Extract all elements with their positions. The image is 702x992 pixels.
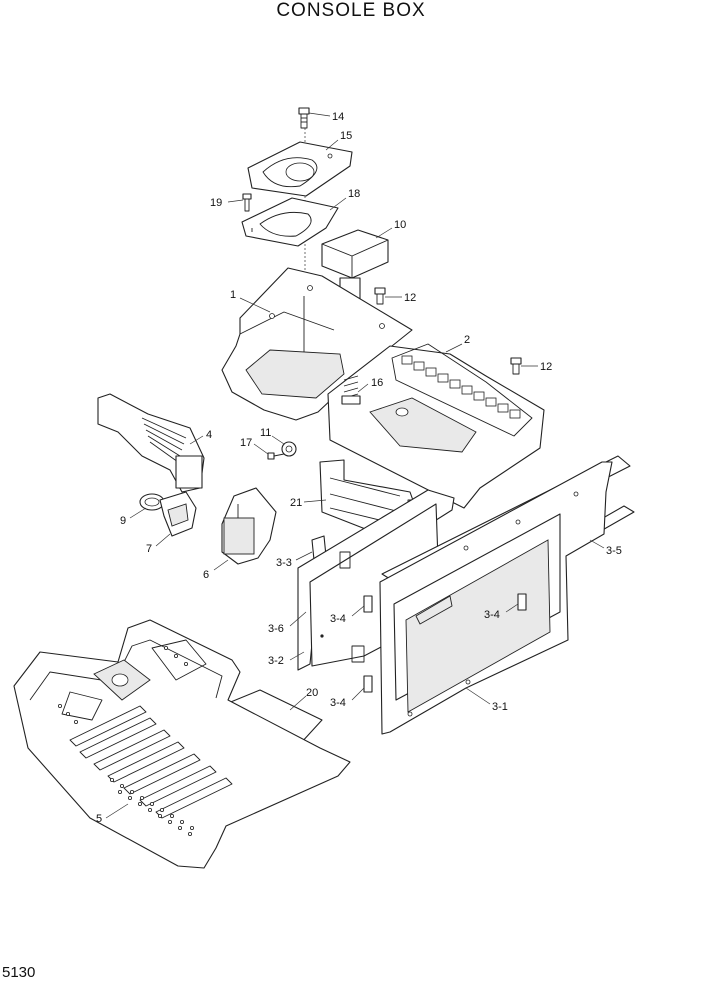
callout-3-4-c: 3-4 bbox=[330, 697, 346, 709]
callout-16: 16 bbox=[371, 377, 383, 389]
part-10-armrest-knob bbox=[321, 229, 389, 309]
callout-5: 5 bbox=[96, 813, 102, 825]
callout-7: 7 bbox=[146, 543, 152, 555]
switch-row bbox=[401, 355, 521, 419]
part-12-bolt-lower bbox=[510, 357, 522, 375]
callout-3-3: 3-3 bbox=[276, 557, 292, 569]
callout-3-4-a: 3-4 bbox=[330, 613, 346, 625]
callout-15: 15 bbox=[340, 130, 352, 142]
part-17-screw bbox=[267, 452, 285, 460]
part-18-gasket bbox=[241, 197, 339, 247]
part-9-hose-clamp bbox=[139, 493, 165, 511]
diagram-title: CONSOLE BOX bbox=[276, 0, 426, 21]
callout-4: 4 bbox=[206, 429, 212, 441]
part-16-spring bbox=[341, 375, 361, 405]
part-11-nut bbox=[281, 441, 297, 457]
part-1-console-frame bbox=[221, 267, 413, 421]
callout-12-upper: 12 bbox=[404, 292, 416, 304]
leader-lines bbox=[105, 112, 605, 819]
part-7-duct-adapter bbox=[159, 491, 197, 537]
part-6-cup-holder bbox=[221, 487, 277, 565]
callout-11: 11 bbox=[260, 427, 271, 439]
callout-19: 19 bbox=[210, 197, 222, 209]
callout-3-4-b: 3-4 bbox=[484, 609, 500, 621]
callout-6: 6 bbox=[203, 569, 209, 581]
part-3-4-stopper-b bbox=[517, 593, 527, 611]
callout-18: 18 bbox=[348, 188, 360, 200]
callout-labels: 14 15 19 18 10 1 12 2 12 16 4 11 17 21 9… bbox=[96, 111, 622, 825]
callout-21: 21 bbox=[290, 497, 302, 509]
callout-12-lower: 12 bbox=[540, 361, 552, 373]
part-5-floor-mat bbox=[13, 619, 351, 869]
callout-3-2: 3-2 bbox=[268, 655, 284, 667]
part-12-bolt-upper bbox=[374, 287, 386, 305]
part-3-4-stopper-a bbox=[363, 595, 373, 613]
page-number: 5130 bbox=[2, 964, 36, 981]
part-4-air-duct bbox=[97, 393, 205, 493]
callout-9: 9 bbox=[120, 515, 126, 527]
mat-slots bbox=[69, 705, 233, 819]
part-19-screw bbox=[242, 193, 252, 212]
callout-3-5: 3-5 bbox=[606, 545, 622, 557]
callout-1: 1 bbox=[230, 289, 236, 301]
part-15-cover-plate bbox=[247, 141, 353, 197]
callout-10: 10 bbox=[394, 219, 406, 231]
part-3-1-door-frame bbox=[379, 461, 613, 735]
callout-3-1: 3-1 bbox=[492, 701, 508, 713]
callout-20: 20 bbox=[306, 687, 318, 699]
callout-2: 2 bbox=[464, 334, 470, 346]
mat-holes bbox=[58, 646, 194, 837]
part-3-4-stopper-c bbox=[363, 675, 373, 693]
callout-17: 17 bbox=[240, 437, 252, 449]
callout-14: 14 bbox=[332, 111, 344, 123]
callout-3-6: 3-6 bbox=[268, 623, 284, 635]
part-2-switch-panel bbox=[327, 343, 545, 509]
